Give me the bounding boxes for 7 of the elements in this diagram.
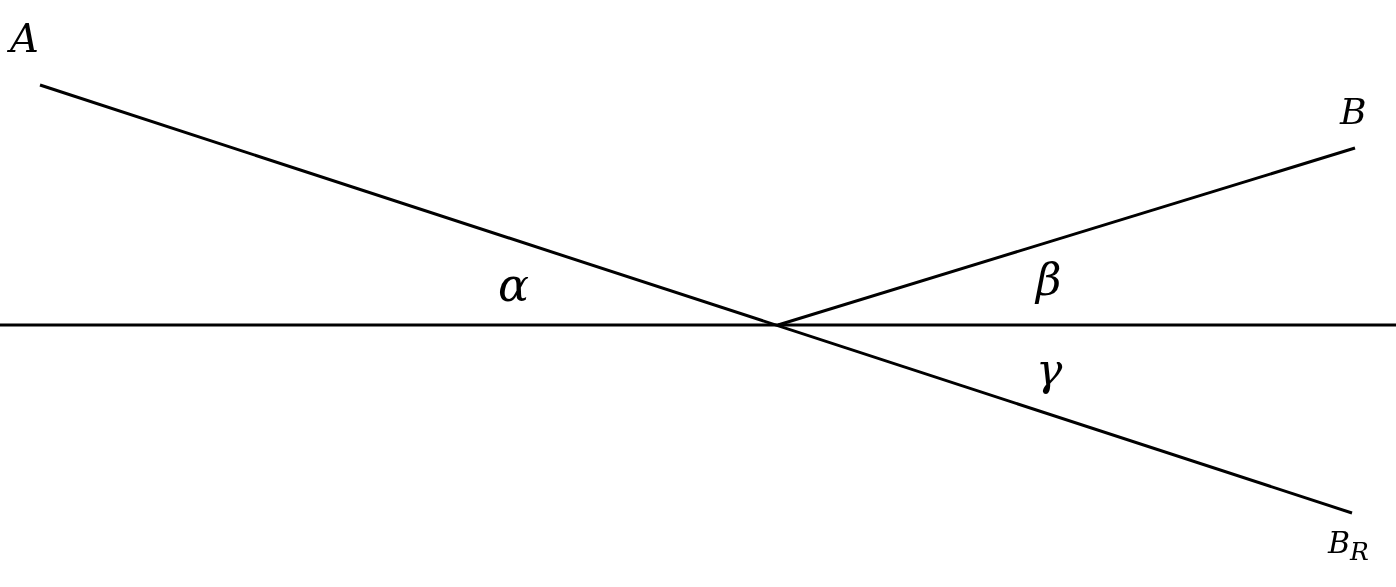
line: [39, 83, 1353, 515]
point-label: B: [1340, 94, 1367, 130]
angle-label: α: [498, 262, 530, 308]
angle-label: β: [1036, 258, 1062, 302]
point-label: B$_{R}$: [1328, 528, 1369, 564]
line: [777, 146, 1356, 327]
angle-label: γ: [1036, 348, 1063, 392]
